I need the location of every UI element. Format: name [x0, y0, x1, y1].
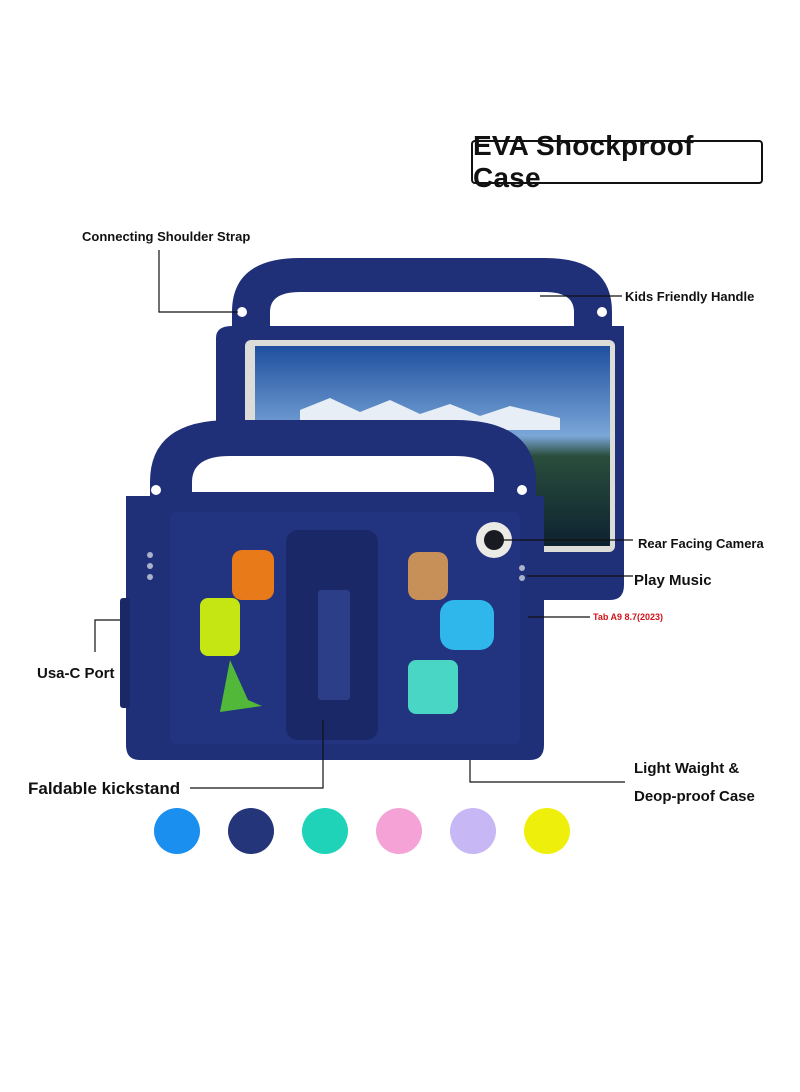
swatch-sky-blue[interactable] [154, 808, 200, 854]
tree-sticker [220, 660, 262, 712]
callout-camera: Rear Facing Camera [638, 536, 764, 551]
leader-lines [94, 250, 633, 789]
callout-handle: Kids Friendly Handle [625, 289, 755, 304]
fox-sticker [232, 550, 274, 600]
callout-light-line2: Deop-proof Case [634, 788, 755, 805]
color-swatches [154, 808, 574, 856]
callout-music: Play Music [634, 572, 712, 589]
swatch-turquoise[interactable] [302, 808, 348, 854]
swatch-navy[interactable] [228, 808, 274, 854]
zebra-sticker [200, 598, 240, 656]
swatch-yellow[interactable] [524, 808, 570, 854]
callout-shoulder-strap: Connecting Shoulder Strap [82, 229, 251, 244]
case-back-view [120, 420, 544, 760]
callout-model: Tab A9 8.7(2023) [593, 612, 664, 622]
elephant-sticker [408, 660, 458, 714]
callout-kickstand: Faldable kickstand [28, 779, 181, 798]
bird-sticker [440, 600, 494, 650]
callout-light-line1: Light Waight & [634, 760, 740, 777]
swatch-pink[interactable] [376, 808, 422, 854]
swatch-lavender[interactable] [450, 808, 496, 854]
callout-port: Usa-C Port [37, 665, 115, 682]
kangaroo-sticker [408, 552, 448, 600]
